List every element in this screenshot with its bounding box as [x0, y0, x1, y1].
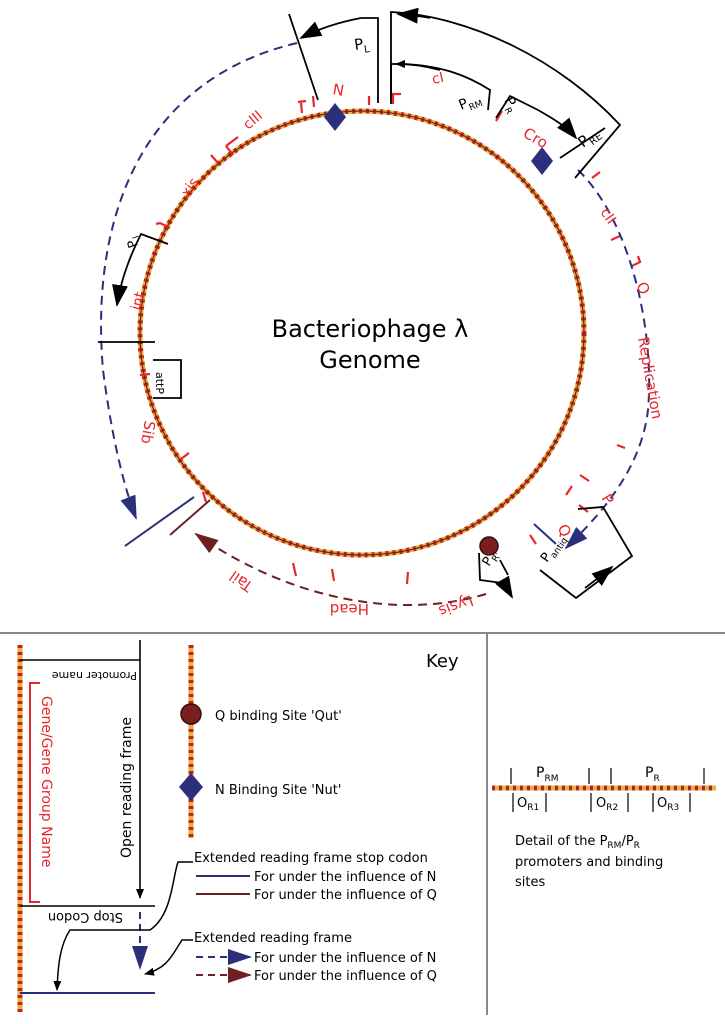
nut-site-left [324, 103, 346, 131]
key-title: Key [426, 651, 459, 672]
key-orf-arrow [20, 640, 155, 907]
key-callout-ext [144, 939, 193, 976]
legend-stop-n: For under the influence of N [254, 870, 436, 885]
nut-site-right [531, 147, 553, 175]
key-callout-stop [53, 861, 193, 991]
gene-brackets [139, 92, 642, 585]
label-pi: PI [124, 234, 145, 250]
detail-caption-line1: Detail of the PRM/PR [515, 834, 640, 851]
detail-brackets [510, 768, 705, 812]
gene-cro: Cro [520, 124, 551, 152]
q-extended [194, 532, 487, 607]
genome-ring [137, 108, 587, 558]
legend-ext-q: For under the influence of Q [254, 969, 437, 984]
gene-ci: cI [431, 70, 446, 88]
key-promoter-name: Promoter name [52, 669, 137, 682]
key-ext-stop-title: Extended reading frame stop codon [194, 851, 428, 866]
promoter-arrows [98, 7, 634, 600]
gene-head: Head [330, 600, 369, 618]
gene-p: P [598, 491, 618, 508]
gene-q: Q [554, 521, 575, 540]
n-extended-right [564, 169, 651, 550]
genome-title-line1: Bacteriophage λ [272, 315, 469, 343]
key-nut-label: N Binding Site 'Nut' [215, 783, 341, 798]
gene-sib: Sib [137, 419, 159, 445]
legend-stop-q: For under the influence of Q [254, 888, 437, 903]
gene-replication: Replication [634, 336, 666, 421]
key-orf-label: Open reading frame [119, 717, 135, 858]
detail-caption-line3: sites [515, 875, 545, 890]
q-stop [169, 499, 211, 536]
detail-or1: OR1 [517, 796, 539, 813]
label-prm: PRM [457, 90, 485, 116]
qut-site [479, 536, 499, 556]
key-nut-symbol [179, 773, 203, 801]
key-qut-label: Q binding Site 'Qut' [215, 709, 342, 724]
gene-tail: Tail [226, 567, 257, 596]
detail-caption-line2: promoters and binding [515, 855, 663, 870]
key-ext-frame-title: Extended reading frame [194, 931, 352, 946]
detail-or3: OR3 [657, 796, 679, 813]
label-att: attP [153, 372, 166, 394]
gene-ciii: cIII [240, 108, 266, 133]
genome-title-line2: Genome [319, 346, 420, 374]
n-stop-right [533, 523, 557, 545]
key-gene-bracket [29, 682, 40, 903]
key-qut-symbol [180, 703, 202, 725]
key-gene-name: Gene/Gene Group Name [38, 696, 54, 867]
gene-lysis: Lysis [436, 591, 476, 620]
label-pl: PL [353, 34, 371, 57]
gene-int: int [128, 290, 148, 312]
label-pantiq: Pantiq [538, 531, 570, 567]
n-extended-left [100, 42, 298, 520]
key-stop-codon: Stop Codon [48, 909, 123, 924]
n-stop-left [124, 496, 195, 547]
gene-cii: cII [597, 205, 619, 227]
detail-or2: OR2 [596, 796, 618, 813]
gene-n: N [331, 80, 345, 100]
detail-prm: PRM [536, 765, 558, 784]
legend-ext-n: For under the influence of N [254, 951, 436, 966]
detail-pr: PR [645, 765, 660, 784]
